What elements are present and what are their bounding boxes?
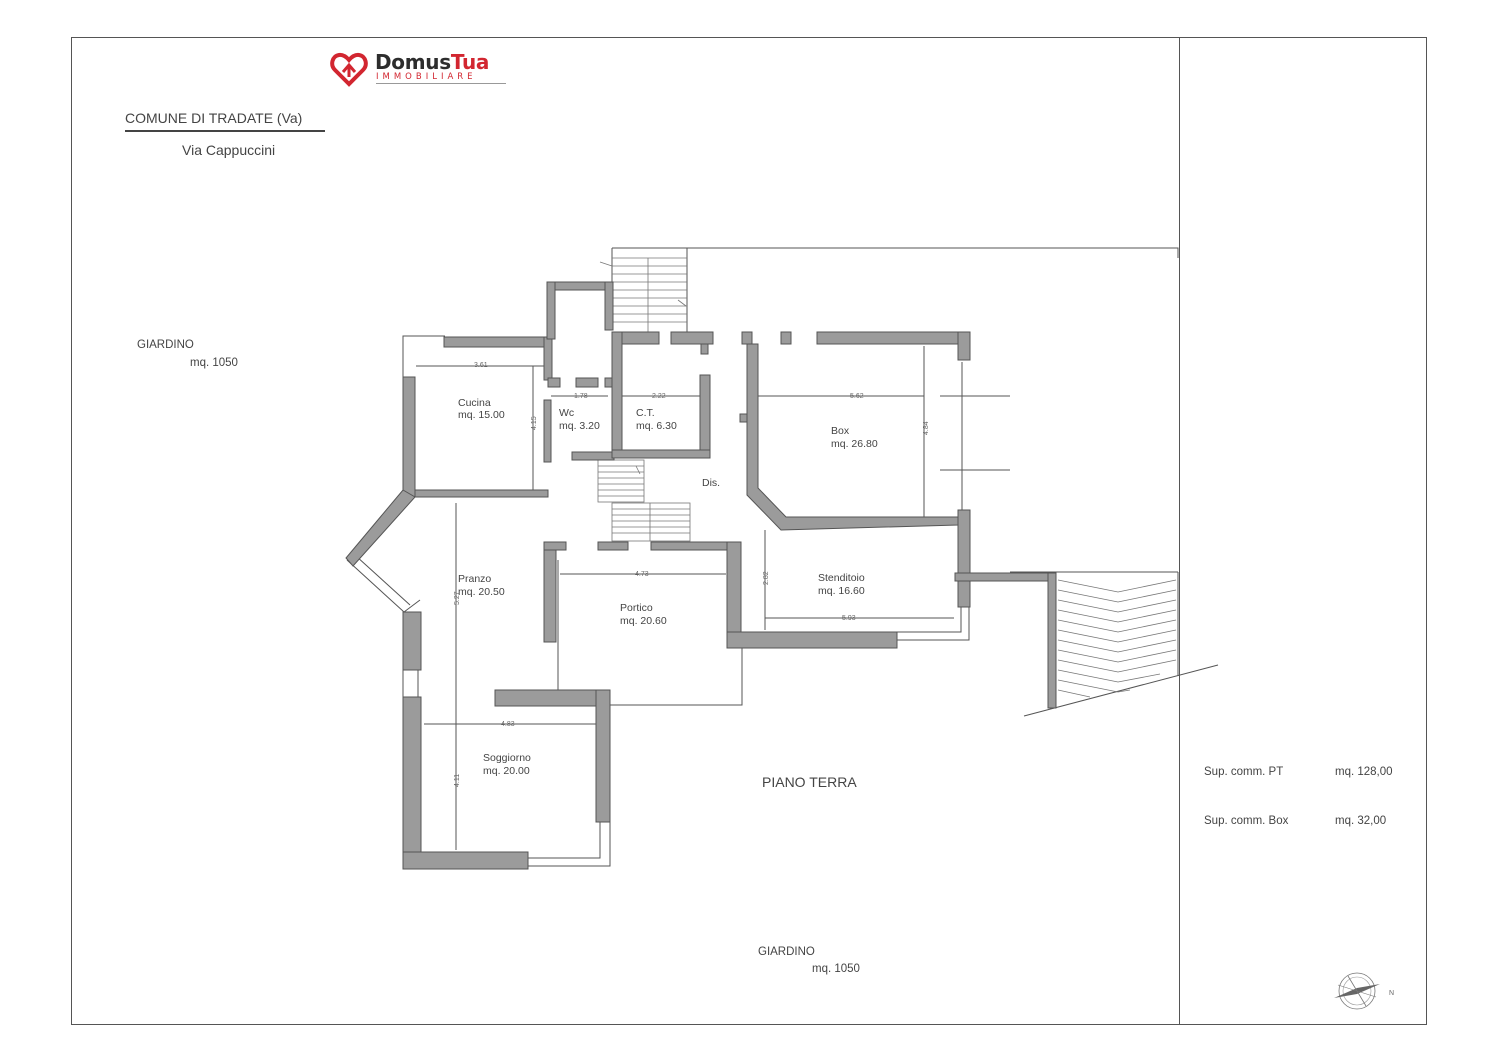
dim-cucina-w: 3.61 [474,362,488,369]
surface-box-label: Sup. comm. Box [1204,815,1289,827]
street-name: Via Cappuccini [182,142,276,158]
room-soggiorno-name: Soggiorno [483,752,531,764]
compass-icon [1334,972,1380,1010]
room-labels: Cucina mq. 15.00 Wc mq. 3.20 C.T. mq. 6.… [458,397,878,777]
room-pranzo-area: mq. 20.50 [458,586,505,598]
room-stenditoio-area: mq. 16.60 [818,585,865,597]
room-ct-area: mq. 6.30 [636,420,677,432]
room-wc-area: mq. 3.20 [559,420,600,432]
brand-tagline: IMMOBILIARE [376,72,477,82]
thin-lines [346,247,1219,867]
garden-1-label: GIARDINO [137,339,194,351]
dim-sogg-h: 4.11 [454,774,461,787]
room-stenditoio-name: Stenditoio [818,572,865,584]
floor-label: PIANO TERRA [762,774,857,790]
surface-pt-label: Sup. comm. PT [1204,766,1283,778]
brand-logo: DomusTua IMMOBILIARE [330,50,520,90]
room-portico-area: mq. 20.60 [620,615,667,627]
room-portico-name: Portico [620,602,653,614]
room-box-area: mq. 26.80 [831,438,878,450]
surface-pt-value: mq. 128,00 [1335,766,1393,778]
comune-underline [125,130,325,132]
room-box-name: Box [831,425,850,437]
walls [345,281,1057,870]
dim-sogg-w: 4.83 [501,721,515,728]
dim-box-h: 4.84 [923,421,930,435]
comune-title: COMUNE DI TRADATE (Va) [125,110,303,126]
room-wc-name: Wc [559,407,574,419]
dim-cucina-h: 4.15 [531,416,538,430]
dim-pranzo-h: 5.27 [454,591,461,605]
garden-1-area: mq. 1050 [190,357,238,369]
dim-wc-w: 1.78 [574,393,588,400]
room-soggiorno-area: mq. 20.00 [483,765,530,777]
compass-north: N [1389,990,1394,997]
drawing-frame [71,37,1427,1025]
dim-box-w: 5.62 [850,393,864,400]
heart-house-icon [330,52,368,87]
brand-name: DomusTua [375,50,489,74]
dim-stend-h: 2.82 [763,571,770,585]
title-block-divider [1179,37,1180,1025]
room-pranzo-name: Pranzo [458,573,491,585]
brand-name-part1: Domus [375,50,451,74]
dim-ct-w: 2.22 [652,393,666,400]
garden-2-label: GIARDINO [758,946,815,958]
brand-name-part2: Tua [450,50,490,74]
ramp-hatch [1057,579,1177,698]
garden-2-area: mq. 1050 [812,963,860,975]
room-ct-name: C.T. [636,407,655,419]
dimension-labels: 3.61 4.15 1.78 2.22 5.62 4.84 4.73 2.82 … [454,362,930,787]
surface-box-value: mq. 32,00 [1335,815,1386,827]
room-cucina-area: mq. 15.00 [458,409,505,421]
room-cucina-name: Cucina [458,397,491,409]
dim-portico-w: 4.73 [635,571,649,578]
brand-underline [376,83,506,84]
room-dis-name: Dis. [702,477,720,489]
dim-stend-w: 5.93 [842,615,856,622]
